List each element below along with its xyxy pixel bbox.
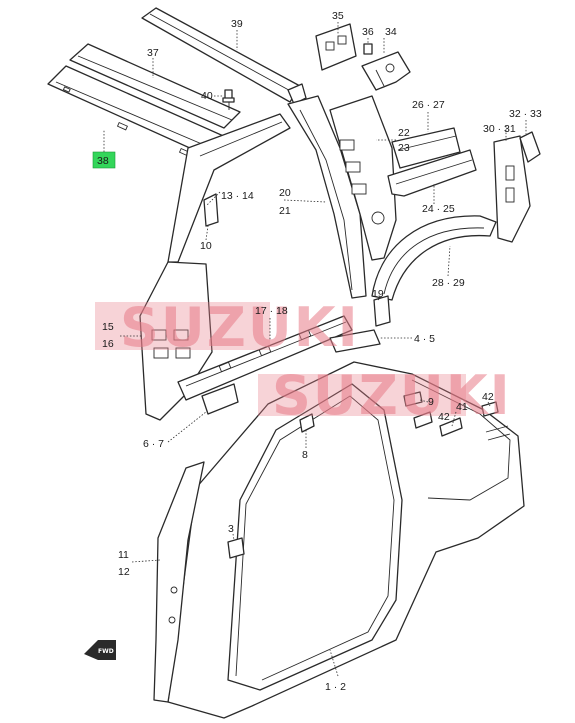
callout-6-7: 6 · 7 [143,438,164,450]
callout-21: 21 [279,205,291,217]
fwd-label: FWD [98,648,114,655]
outer-side-panel [167,361,525,719]
callout-40: 40 [201,90,213,102]
leader-lines [103,22,527,677]
part-26-27-panel [391,127,461,169]
callout-23: 23 [398,142,410,154]
callout-16: 16 [102,338,114,350]
callout-1-2: 1 · 2 [325,681,346,693]
part-40-bolt [222,89,235,110]
callout-4-5: 4 · 5 [414,333,435,345]
callout-32-33: 32 · 33 [509,108,542,120]
part-11-12-pillar [153,461,205,703]
part-30-31-panel [493,135,531,243]
callout-42-right: 42 [482,391,494,403]
callout-36: 36 [362,26,374,38]
part-36-clip [363,43,373,55]
callout-20: 20 [279,187,291,199]
inner-side-panel [139,95,397,421]
watermark-text-top: SUZUKI [120,296,360,359]
callout-35: 35 [332,10,344,22]
watermark-text-bottom: SUZUKI [272,364,512,427]
part-37-roof-reinforcement [69,43,241,129]
part-39-roof-side-rail [141,7,307,105]
callout-38-highlight [92,151,116,169]
callout-24-25: 24 · 25 [422,203,455,215]
callout-39: 39 [231,18,243,30]
part-38-roof-rail [47,65,229,159]
callout-8: 8 [302,449,308,461]
callout-37: 37 [147,47,159,59]
callout-30-31: 30 · 31 [483,123,516,135]
callout-41: 41 [456,401,468,413]
part-28-29-wheel-arch [371,215,497,301]
callout-10: 10 [200,240,212,252]
part-3-bracket [227,537,245,559]
part-6-7-bracket [201,383,239,415]
callout-42-left: 42 [438,411,450,423]
callout-3: 3 [228,523,234,535]
callout-38: 38 [97,155,109,167]
callout-34: 34 [385,26,397,38]
part-19-bracket [373,295,391,327]
part-32-33-bracket [519,131,541,163]
callout-9: 9 [428,396,434,408]
callout-13-14: 13 · 14 [221,190,254,202]
part-34-bracket [361,51,411,91]
callouts: 38 37 39 40 35 36 34 13 · 14 10 20 21 22… [92,10,542,693]
callout-26-27: 26 · 27 [412,99,445,111]
part-24-25-panel [387,149,477,197]
callout-19: 19 [372,288,384,300]
callout-11: 11 [118,549,129,561]
callout-28-29: 28 · 29 [432,277,465,289]
callout-22: 22 [398,127,410,139]
part-4-5-bracket [329,329,381,353]
callout-17-18: 17 · 18 [255,305,288,317]
callout-12: 12 [118,566,130,578]
callout-15: 15 [102,321,114,333]
part-35-bracket [315,23,357,71]
fwd-arrow-icon: FWD [84,640,116,660]
watermark: SUZUKI SUZUKI [95,296,512,427]
